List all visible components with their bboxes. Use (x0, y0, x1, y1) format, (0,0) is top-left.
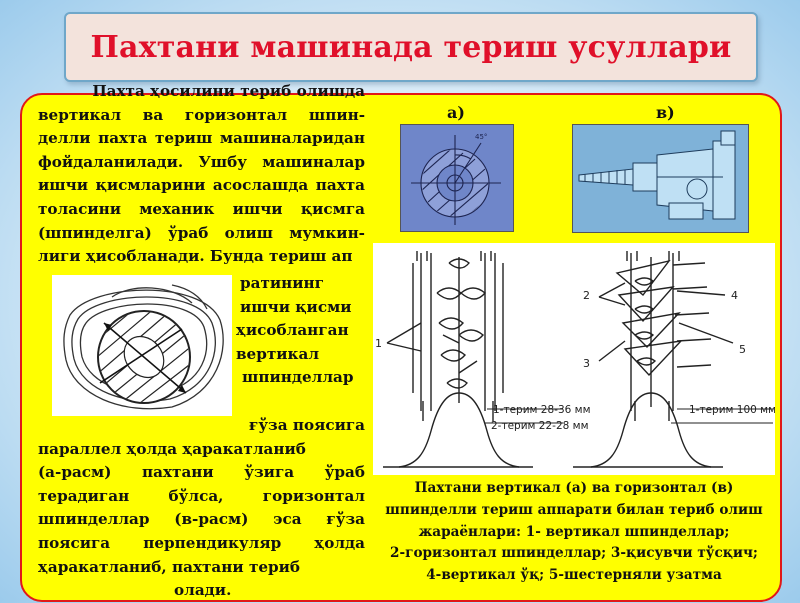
diagram-number-5: 5 (739, 343, 746, 356)
body-line: шпинделлар (в-расм) эса ғўза (38, 510, 365, 529)
body-line: делли пахта териш машиналаридан (38, 129, 365, 148)
body-line: фойдаланилади. Ушбу машиналар (38, 152, 365, 171)
body-line: терадиган бўлса, горизонтал (38, 486, 365, 505)
picking-process-diagram: 1 2 3 4 5 1-терим 28-36 мм 2-терим 22-28… (373, 243, 776, 475)
body-text-top: Пахта ҳосилини териб олишда вертикал ва … (38, 80, 365, 269)
pick1-right-label: 1-терим 100 мм (689, 404, 775, 416)
body-text-bottom: ғўза поясига параллел ҳолда ҳаракатланиб… (38, 414, 365, 603)
body-line: толасини механик ишчи қисмга (38, 199, 365, 218)
body-line: поясига перпендикуляр ҳолда (38, 533, 365, 552)
pick2-left-label: 2-терим 22-28 мм (491, 420, 588, 432)
body-line: ғўза поясига (249, 416, 365, 434)
page-title: Пахтани машинада териш усуллари (90, 29, 732, 65)
spindle-cross-section-image (52, 275, 232, 416)
angle-mark: 45° (475, 133, 487, 141)
body-line: ишчи қисмларини асослашда пахта (38, 176, 365, 195)
body-line: шпинделлар (242, 368, 354, 387)
diagram-number-3: 3 (583, 357, 590, 370)
figure-label-b: в) (656, 103, 675, 122)
body-line: ишчи қисми (240, 297, 352, 316)
body-line: (а-расм) пахтани ўзига ўраб (38, 463, 365, 482)
caption-line: жараёнлари: 1- вертикал шпинделлар; (418, 523, 730, 540)
vertical-spindle-figure: 45° (400, 124, 514, 232)
body-text-side: ратининг ишчи қисми ҳисобланган вертикал… (236, 272, 371, 390)
figure-caption: Пахтани вертикал (а) ва горизонтал (в) ш… (378, 478, 770, 587)
body-line: вертикал (236, 344, 320, 363)
title-banner: Пахтани машинада териш усуллари (64, 12, 758, 82)
horizontal-spindle-figure (572, 124, 749, 233)
body-line: Пахта ҳосилини териб олишда (92, 82, 365, 100)
pick1-left-label: 1-терим 28-36 мм (493, 404, 590, 416)
diagram-number-4: 4 (731, 289, 738, 302)
body-line: олади. (174, 581, 232, 600)
caption-line: 2-горизонтал шпинделлар; 3-қисувчи тўсқи… (390, 545, 758, 562)
diagram-number-2: 2 (583, 289, 590, 302)
figure-label-a: а) (447, 103, 465, 122)
body-line: лиги ҳисобланади. Бунда териш ап (38, 247, 353, 266)
body-line: параллел ҳолда ҳаракатланиб (38, 439, 306, 458)
caption-line: Пахтани вертикал (а) ва горизонтал (в) (414, 480, 734, 496)
caption-line: 4-вертикал ўқ; 5-шестерняли узатма (426, 567, 722, 584)
body-line: ҳисобланган (236, 321, 349, 340)
body-line: (шпинделга) ўраб олиш мумкин- (38, 223, 365, 242)
body-line: вертикал ва горизонтал шпин- (38, 105, 365, 124)
body-line: ратининг (240, 274, 324, 292)
caption-line: шпинделли териш аппарати билан териб оли… (385, 501, 763, 518)
diagram-number-1: 1 (375, 337, 382, 350)
body-line: ҳаракатланиб, пахтани териб (38, 557, 301, 576)
